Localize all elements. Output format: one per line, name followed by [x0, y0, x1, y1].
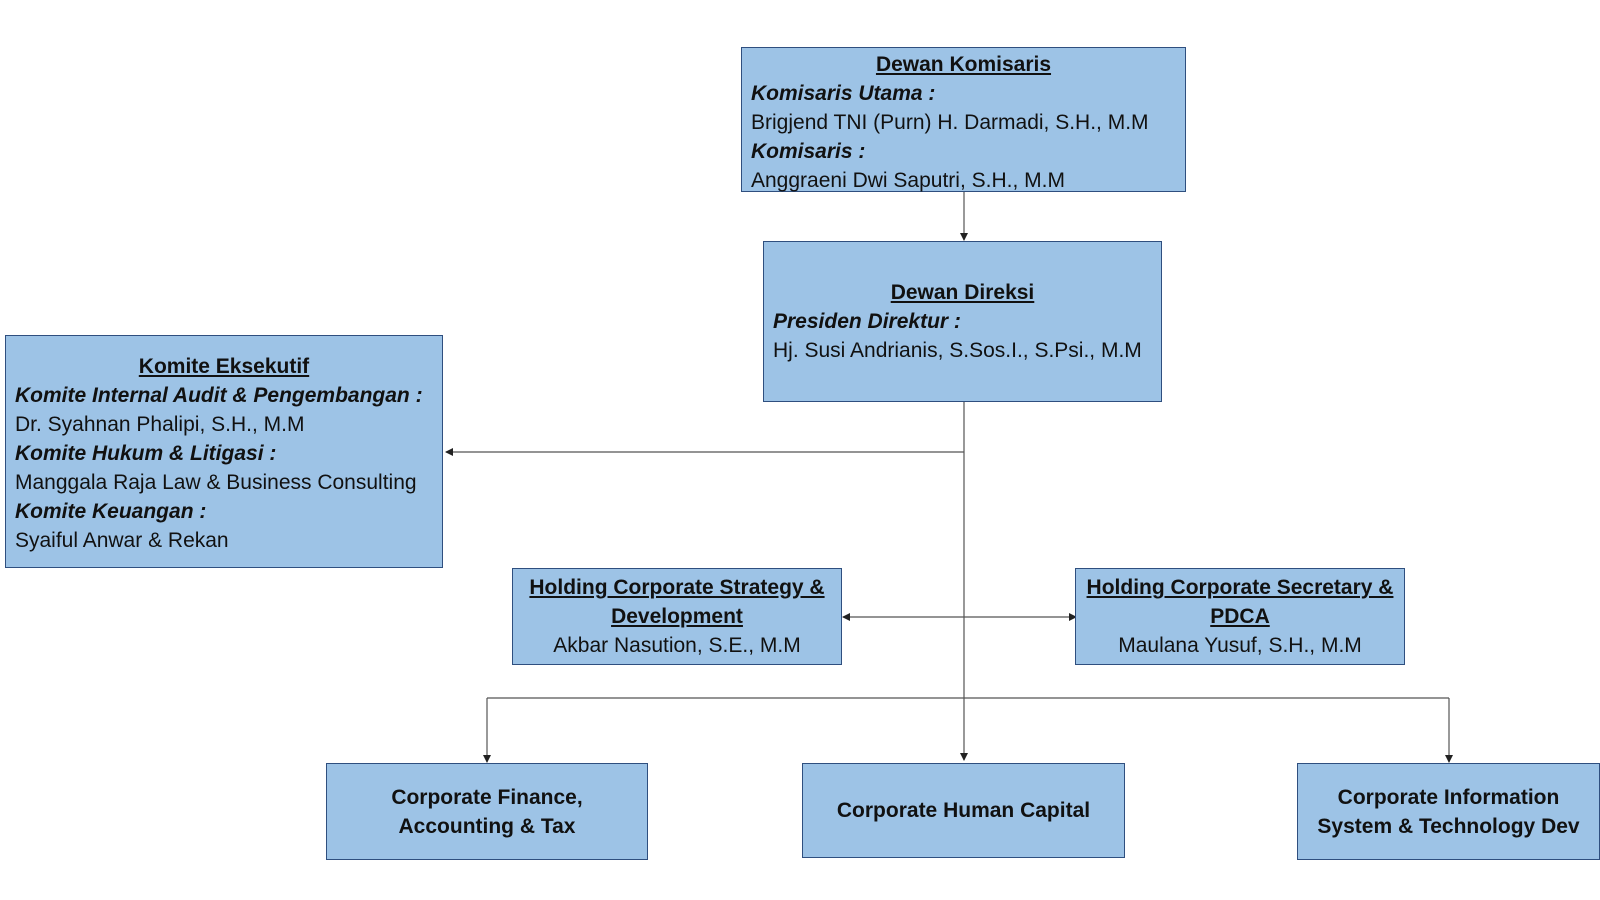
dewan-komisaris-title: Dewan Komisaris: [875, 53, 1052, 76]
corporate-it-box: Corporate Information System & Technolog…: [1297, 763, 1600, 860]
corporate-human-capital-label: Corporate Human Capital: [836, 799, 1091, 822]
komite-audit-role: Komite Internal Audit & Pengembangan :: [15, 384, 423, 407]
presiden-direktur-name: Hj. Susi Andrianis, S.Sos.I., S.Psi., M.…: [773, 339, 1142, 362]
holding-strategy-box: Holding Corporate Strategy & Development…: [512, 568, 842, 665]
holding-secretary-box: Holding Corporate Secretary & PDCA Maula…: [1075, 568, 1405, 665]
corporate-finance-line2: Accounting & Tax: [398, 814, 576, 838]
komite-eksekutif-title: Komite Eksekutif: [138, 355, 310, 378]
komite-audit-name: Dr. Syahnan Phalipi, S.H., M.M: [15, 413, 305, 436]
holding-secretary-title-line2: PDCA: [1210, 605, 1270, 628]
komisaris-utama-name: Brigjend TNI (Purn) H. Darmadi, S.H., M.…: [751, 111, 1149, 134]
corporate-human-capital-box: Corporate Human Capital: [802, 763, 1125, 858]
holding-secretary-title-line1: Holding Corporate Secretary &: [1086, 576, 1394, 599]
komite-keuangan-role: Komite Keuangan :: [15, 500, 207, 523]
komite-eksekutif-box: Komite Eksekutif Komite Internal Audit &…: [5, 335, 443, 568]
corporate-it-line1: Corporate Information: [1337, 785, 1560, 809]
dewan-direksi-box: Dewan Direksi Presiden Direktur : Hj. Su…: [763, 241, 1162, 402]
holding-strategy-title-line1: Holding Corporate Strategy &: [529, 576, 825, 599]
komisaris-utama-role: Komisaris Utama :: [751, 82, 936, 105]
corporate-finance-box: Corporate Finance, Accounting & Tax: [326, 763, 648, 860]
komite-keuangan-name: Syaiful Anwar & Rekan: [15, 529, 229, 552]
dewan-komisaris-box: Dewan Komisaris Komisaris Utama : Brigje…: [741, 47, 1186, 192]
corporate-it-line2: System & Technology Dev: [1317, 814, 1580, 838]
holding-secretary-name: Maulana Yusuf, S.H., M.M: [1118, 634, 1362, 657]
holding-strategy-title-line2: Development: [611, 605, 743, 628]
dewan-direksi-title: Dewan Direksi: [890, 281, 1035, 304]
corporate-finance-line1: Corporate Finance,: [391, 785, 583, 809]
komisaris-name: Anggraeni Dwi Saputri, S.H., M.M: [751, 169, 1065, 192]
holding-strategy-name: Akbar Nasution, S.E., M.M: [553, 634, 801, 657]
komite-hukum-role: Komite Hukum & Litigasi :: [15, 442, 277, 465]
presiden-direktur-role: Presiden Direktur :: [773, 310, 961, 333]
komite-hukum-name: Manggala Raja Law & Business Consulting: [15, 471, 417, 494]
komisaris-role: Komisaris :: [751, 140, 866, 163]
